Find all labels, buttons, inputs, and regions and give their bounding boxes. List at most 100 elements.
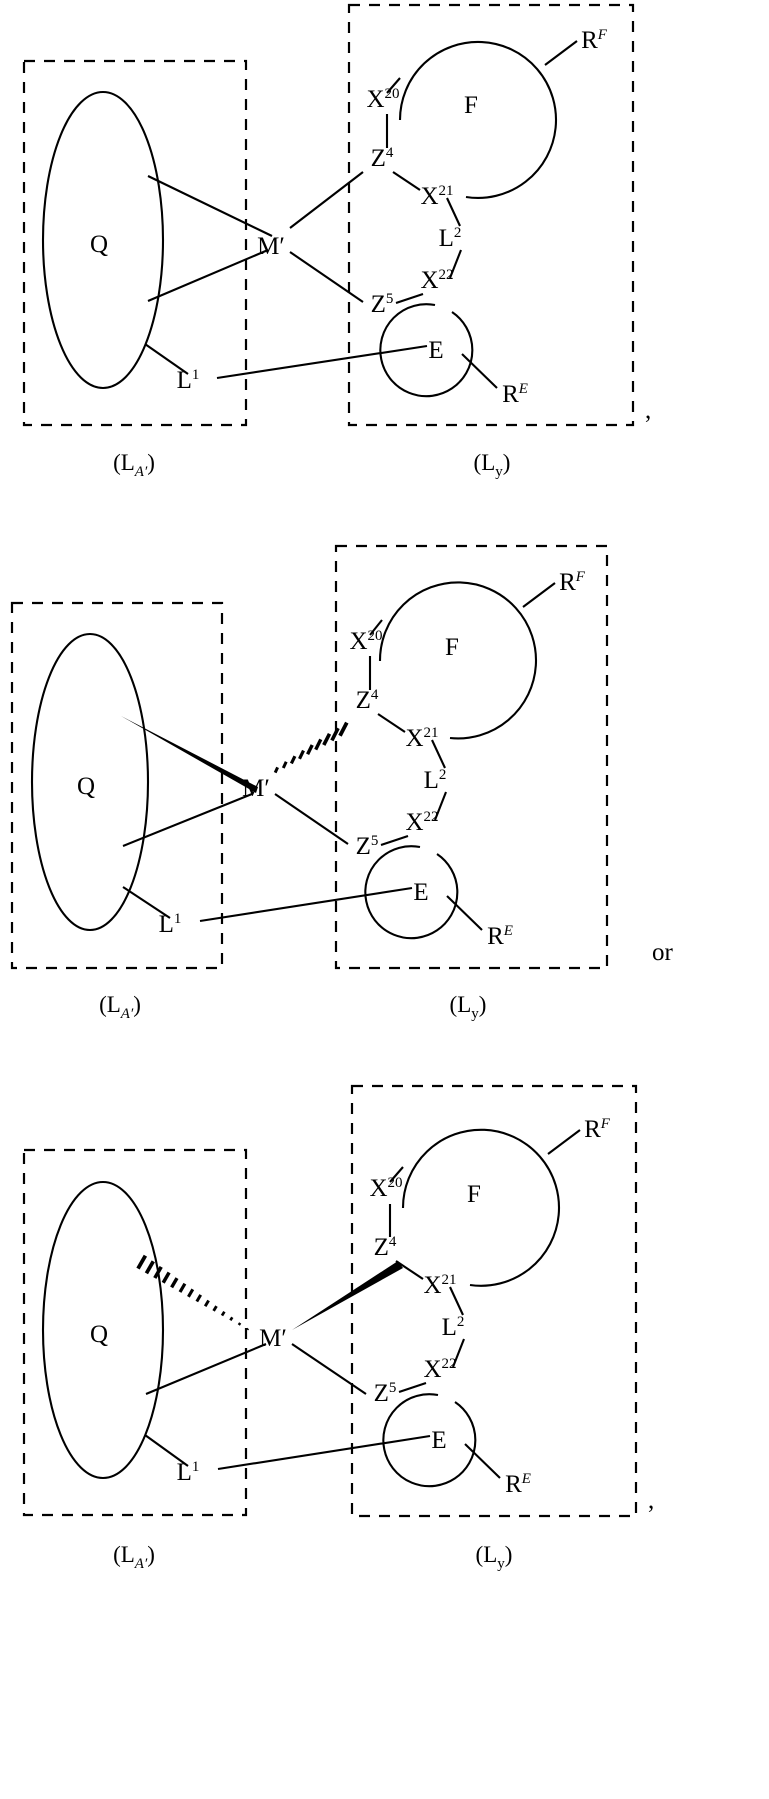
label-Q: Q bbox=[90, 1321, 108, 1348]
caption-left: (LA′) bbox=[99, 992, 141, 1022]
label-L2: L2 bbox=[442, 1314, 465, 1341]
bond-M-to-Z5 bbox=[289, 251, 364, 303]
ring-F bbox=[378, 581, 538, 740]
caption-right: (Ly) bbox=[476, 1542, 513, 1572]
ring-F bbox=[398, 40, 557, 199]
ring-Q bbox=[30, 632, 150, 932]
bond-M-to-Z4-hashed-wedge bbox=[273, 721, 349, 774]
structure-2: Q M′ F E L1 L2 Z4 Z5 X20 X21 X22 RF RE (… bbox=[0, 540, 769, 1045]
label-Z4: Z4 bbox=[356, 687, 379, 714]
bond-X20-to-F bbox=[389, 1166, 404, 1183]
label-F-ring: F bbox=[445, 634, 459, 661]
ring-Q bbox=[41, 1180, 165, 1480]
dashed-box-left bbox=[10, 601, 224, 970]
bond-X22-to-Z5 bbox=[380, 835, 409, 846]
label-Q: Q bbox=[77, 773, 95, 800]
bond-RF-to-F bbox=[544, 40, 578, 66]
label-X21: X21 bbox=[420, 183, 453, 210]
label-X22: X22 bbox=[420, 267, 453, 294]
label-Z5: Z5 bbox=[371, 291, 394, 318]
label-Z5: Z5 bbox=[356, 833, 379, 860]
label-RE: RE bbox=[487, 923, 513, 950]
label-M: M′ bbox=[257, 233, 285, 260]
label-X21: X21 bbox=[405, 725, 438, 752]
bond-RF-to-F bbox=[522, 582, 556, 608]
ring-E bbox=[382, 1393, 477, 1488]
dashed-box-left bbox=[22, 1148, 248, 1517]
label-Q: Q bbox=[90, 231, 108, 258]
trailing-connector-3: , bbox=[648, 1487, 654, 1514]
label-E-ring: E bbox=[428, 337, 443, 364]
label-X20: X20 bbox=[349, 628, 382, 655]
bond-Q-to-L1 bbox=[122, 886, 171, 919]
label-X21: X21 bbox=[423, 1272, 456, 1299]
bond-M-to-Z5 bbox=[274, 793, 349, 845]
bond-Q-to-L1 bbox=[144, 343, 189, 375]
bond-M-to-Z5 bbox=[291, 1343, 367, 1395]
bond-M-to-Z4-bold-wedge bbox=[292, 1261, 403, 1330]
bond-X21-to-L2 bbox=[449, 1286, 464, 1316]
label-M: M′ bbox=[242, 775, 270, 802]
label-RF: RF bbox=[581, 27, 608, 54]
caption-left: (LA′) bbox=[113, 450, 155, 480]
dashed-box-right bbox=[334, 544, 609, 970]
bond-L2-to-X22 bbox=[434, 791, 447, 821]
label-X22: X22 bbox=[423, 1356, 456, 1383]
bond-X20-to-F bbox=[386, 77, 401, 94]
caption-right: (Ly) bbox=[450, 992, 487, 1022]
label-Z4: Z4 bbox=[374, 1234, 397, 1261]
bond-L1-to-E bbox=[217, 1434, 431, 1471]
label-L1: L1 bbox=[177, 1459, 200, 1486]
bond-X22-to-Z5 bbox=[395, 293, 424, 304]
bond-RE-to-E bbox=[464, 1443, 501, 1479]
bond-L1-to-E bbox=[216, 344, 428, 380]
label-F-ring: F bbox=[467, 1181, 481, 1208]
structure-2-canvas: Q M′ F E L1 L2 Z4 Z5 X20 X21 X22 RF RE (… bbox=[10, 544, 674, 1022]
structure-1-canvas: Q M′ F E L1 L2 Z4 Z5 X20 X21 X22 RF RE (… bbox=[22, 3, 651, 480]
ring-Q bbox=[41, 90, 165, 390]
bond-Q-to-M-upper bbox=[147, 175, 273, 237]
structure-3: Q M′ F E L1 L2 Z4 Z5 X20 X21 X22 RF RE (… bbox=[0, 1078, 769, 1799]
bond-RE-to-E bbox=[446, 895, 483, 931]
ring-F bbox=[401, 1128, 561, 1287]
trailing-connector-2: or bbox=[652, 939, 674, 966]
bond-RF-to-F bbox=[547, 1129, 581, 1155]
bond-Q-to-M-bold-wedge bbox=[121, 716, 258, 793]
label-RE: RE bbox=[505, 1471, 531, 1498]
bond-Q-to-L1 bbox=[144, 1434, 189, 1467]
bond-L2-to-X22 bbox=[449, 249, 462, 279]
label-E-ring: E bbox=[413, 879, 428, 906]
label-L2: L2 bbox=[424, 767, 447, 794]
label-L1: L1 bbox=[159, 911, 182, 938]
label-X20: X20 bbox=[369, 1175, 402, 1202]
label-Z5: Z5 bbox=[374, 1380, 397, 1407]
structure-3-canvas: Q M′ F E L1 L2 Z4 Z5 X20 X21 X22 RF RE (… bbox=[22, 1084, 654, 1572]
bond-Q-to-M-lower bbox=[145, 1343, 267, 1395]
bond-Z4-to-X21 bbox=[377, 713, 406, 733]
structure-1: Q M′ F E L1 L2 Z4 Z5 X20 X21 X22 RF RE (… bbox=[0, 0, 769, 500]
bond-L1-to-E bbox=[199, 886, 413, 923]
label-X20: X20 bbox=[366, 86, 399, 113]
ring-E bbox=[379, 303, 474, 398]
label-X22: X22 bbox=[405, 809, 438, 836]
bond-Z4-to-X21 bbox=[392, 171, 421, 191]
label-L1: L1 bbox=[177, 367, 200, 394]
dashed-box-right bbox=[350, 1084, 638, 1518]
label-L2: L2 bbox=[439, 225, 462, 252]
label-M: M′ bbox=[259, 1325, 287, 1352]
bond-Q-to-M-hashed-wedge bbox=[136, 1254, 250, 1331]
dashed-box-right bbox=[347, 3, 635, 427]
label-Z4: Z4 bbox=[371, 145, 394, 172]
bond-L2-to-X22 bbox=[452, 1338, 465, 1368]
caption-left: (LA′) bbox=[113, 1542, 155, 1572]
bond-Q-to-M-lower bbox=[122, 793, 253, 847]
label-E-ring: E bbox=[431, 1427, 446, 1454]
label-F-ring: F bbox=[464, 92, 478, 119]
bond-RE-to-E bbox=[461, 353, 498, 389]
bond-M-to-Z4 bbox=[289, 171, 364, 229]
caption-right: (Ly) bbox=[474, 450, 511, 480]
label-RE: RE bbox=[502, 381, 528, 408]
bond-X21-to-L2 bbox=[431, 739, 446, 769]
dashed-box-left bbox=[22, 59, 248, 427]
label-RF: RF bbox=[559, 569, 586, 596]
